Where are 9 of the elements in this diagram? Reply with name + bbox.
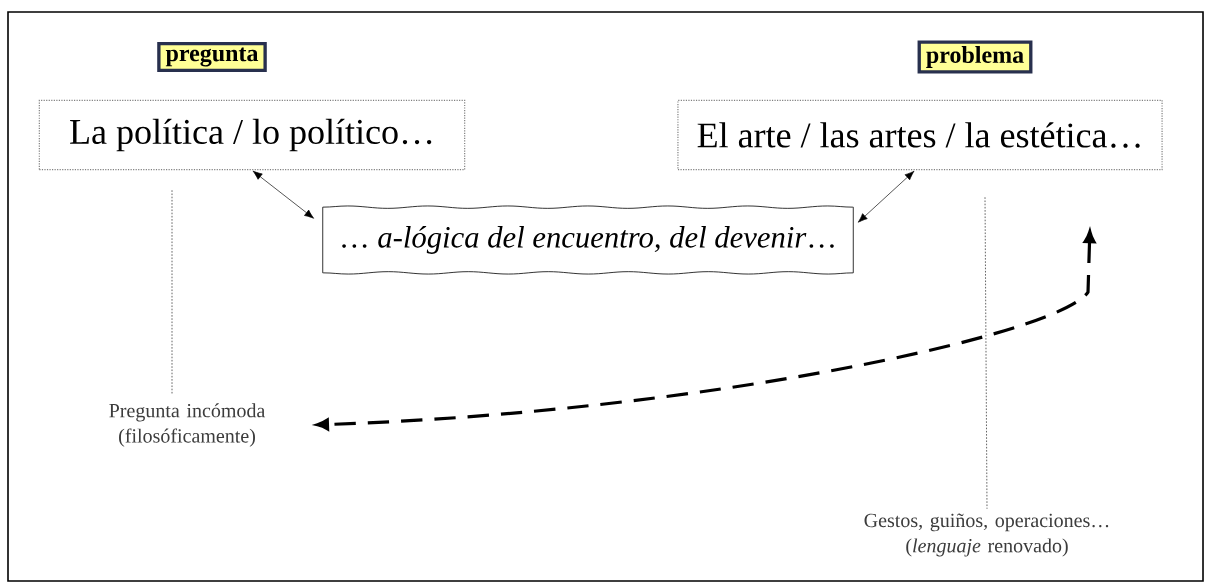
arrow: [857, 170, 915, 223]
tag-box: pregunta: [157, 41, 267, 73]
note-text: Gestos, guiños, operaciones… (lenguaje renovado): [864, 513, 1109, 557]
arrow: [252, 170, 314, 219]
note-text: Pregunta incómoda (filosóficamente): [109, 403, 266, 447]
topic-box: La política / lo político…: [38, 99, 466, 171]
topic-box: El arte / las artes / la estética…: [677, 99, 1163, 171]
tag-box: problema: [917, 40, 1033, 74]
dotted-line: [171, 189, 173, 394]
